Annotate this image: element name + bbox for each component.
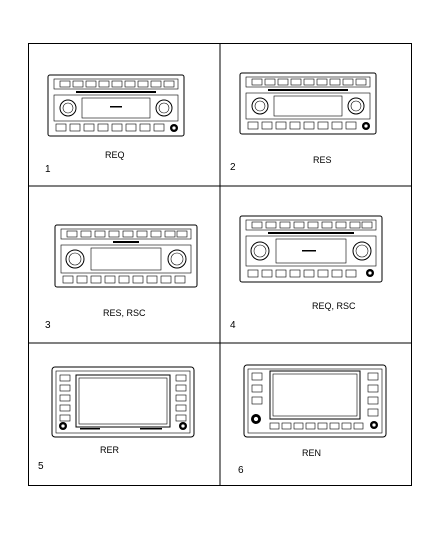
diagram-cell-1: REQ 1 [28,43,220,186]
diagram-cell-6: REN 6 [220,343,412,486]
diagram-cell-2: RES 2 [220,43,412,186]
navigation-radio-ren [243,364,387,438]
cell-1-label: REQ [105,150,125,160]
radio-head-unit-req-rsc [239,215,383,283]
cell-5-label: RER [100,445,120,455]
parts-diagram-grid: REQ 1 RES 2 [28,43,412,486]
diagram-cell-5: RER 5 [28,343,220,486]
grid-lines [28,43,412,486]
cell-6-number: 6 [238,465,244,476]
cell-5-number: 5 [38,461,44,472]
cell-4-number: 4 [230,320,236,331]
cell-6-label: REN [302,448,322,458]
navigation-radio-rer [51,366,195,438]
diagram-cell-4: REQ, RSC 4 [220,186,412,343]
cell-2-number: 2 [230,162,236,173]
cell-4-label: REQ, RSC [312,301,356,311]
radio-head-unit-req [47,74,185,137]
cell-3-label: RES, RSC [103,308,146,318]
radio-head-unit-res [239,72,377,135]
diagram-cell-3: RES, RSC 3 [28,186,220,343]
cell-1-number: 1 [45,164,51,175]
cell-2-label: RES [313,155,332,165]
radio-head-unit-res-rsc [54,224,198,288]
cell-3-number: 3 [45,320,51,331]
